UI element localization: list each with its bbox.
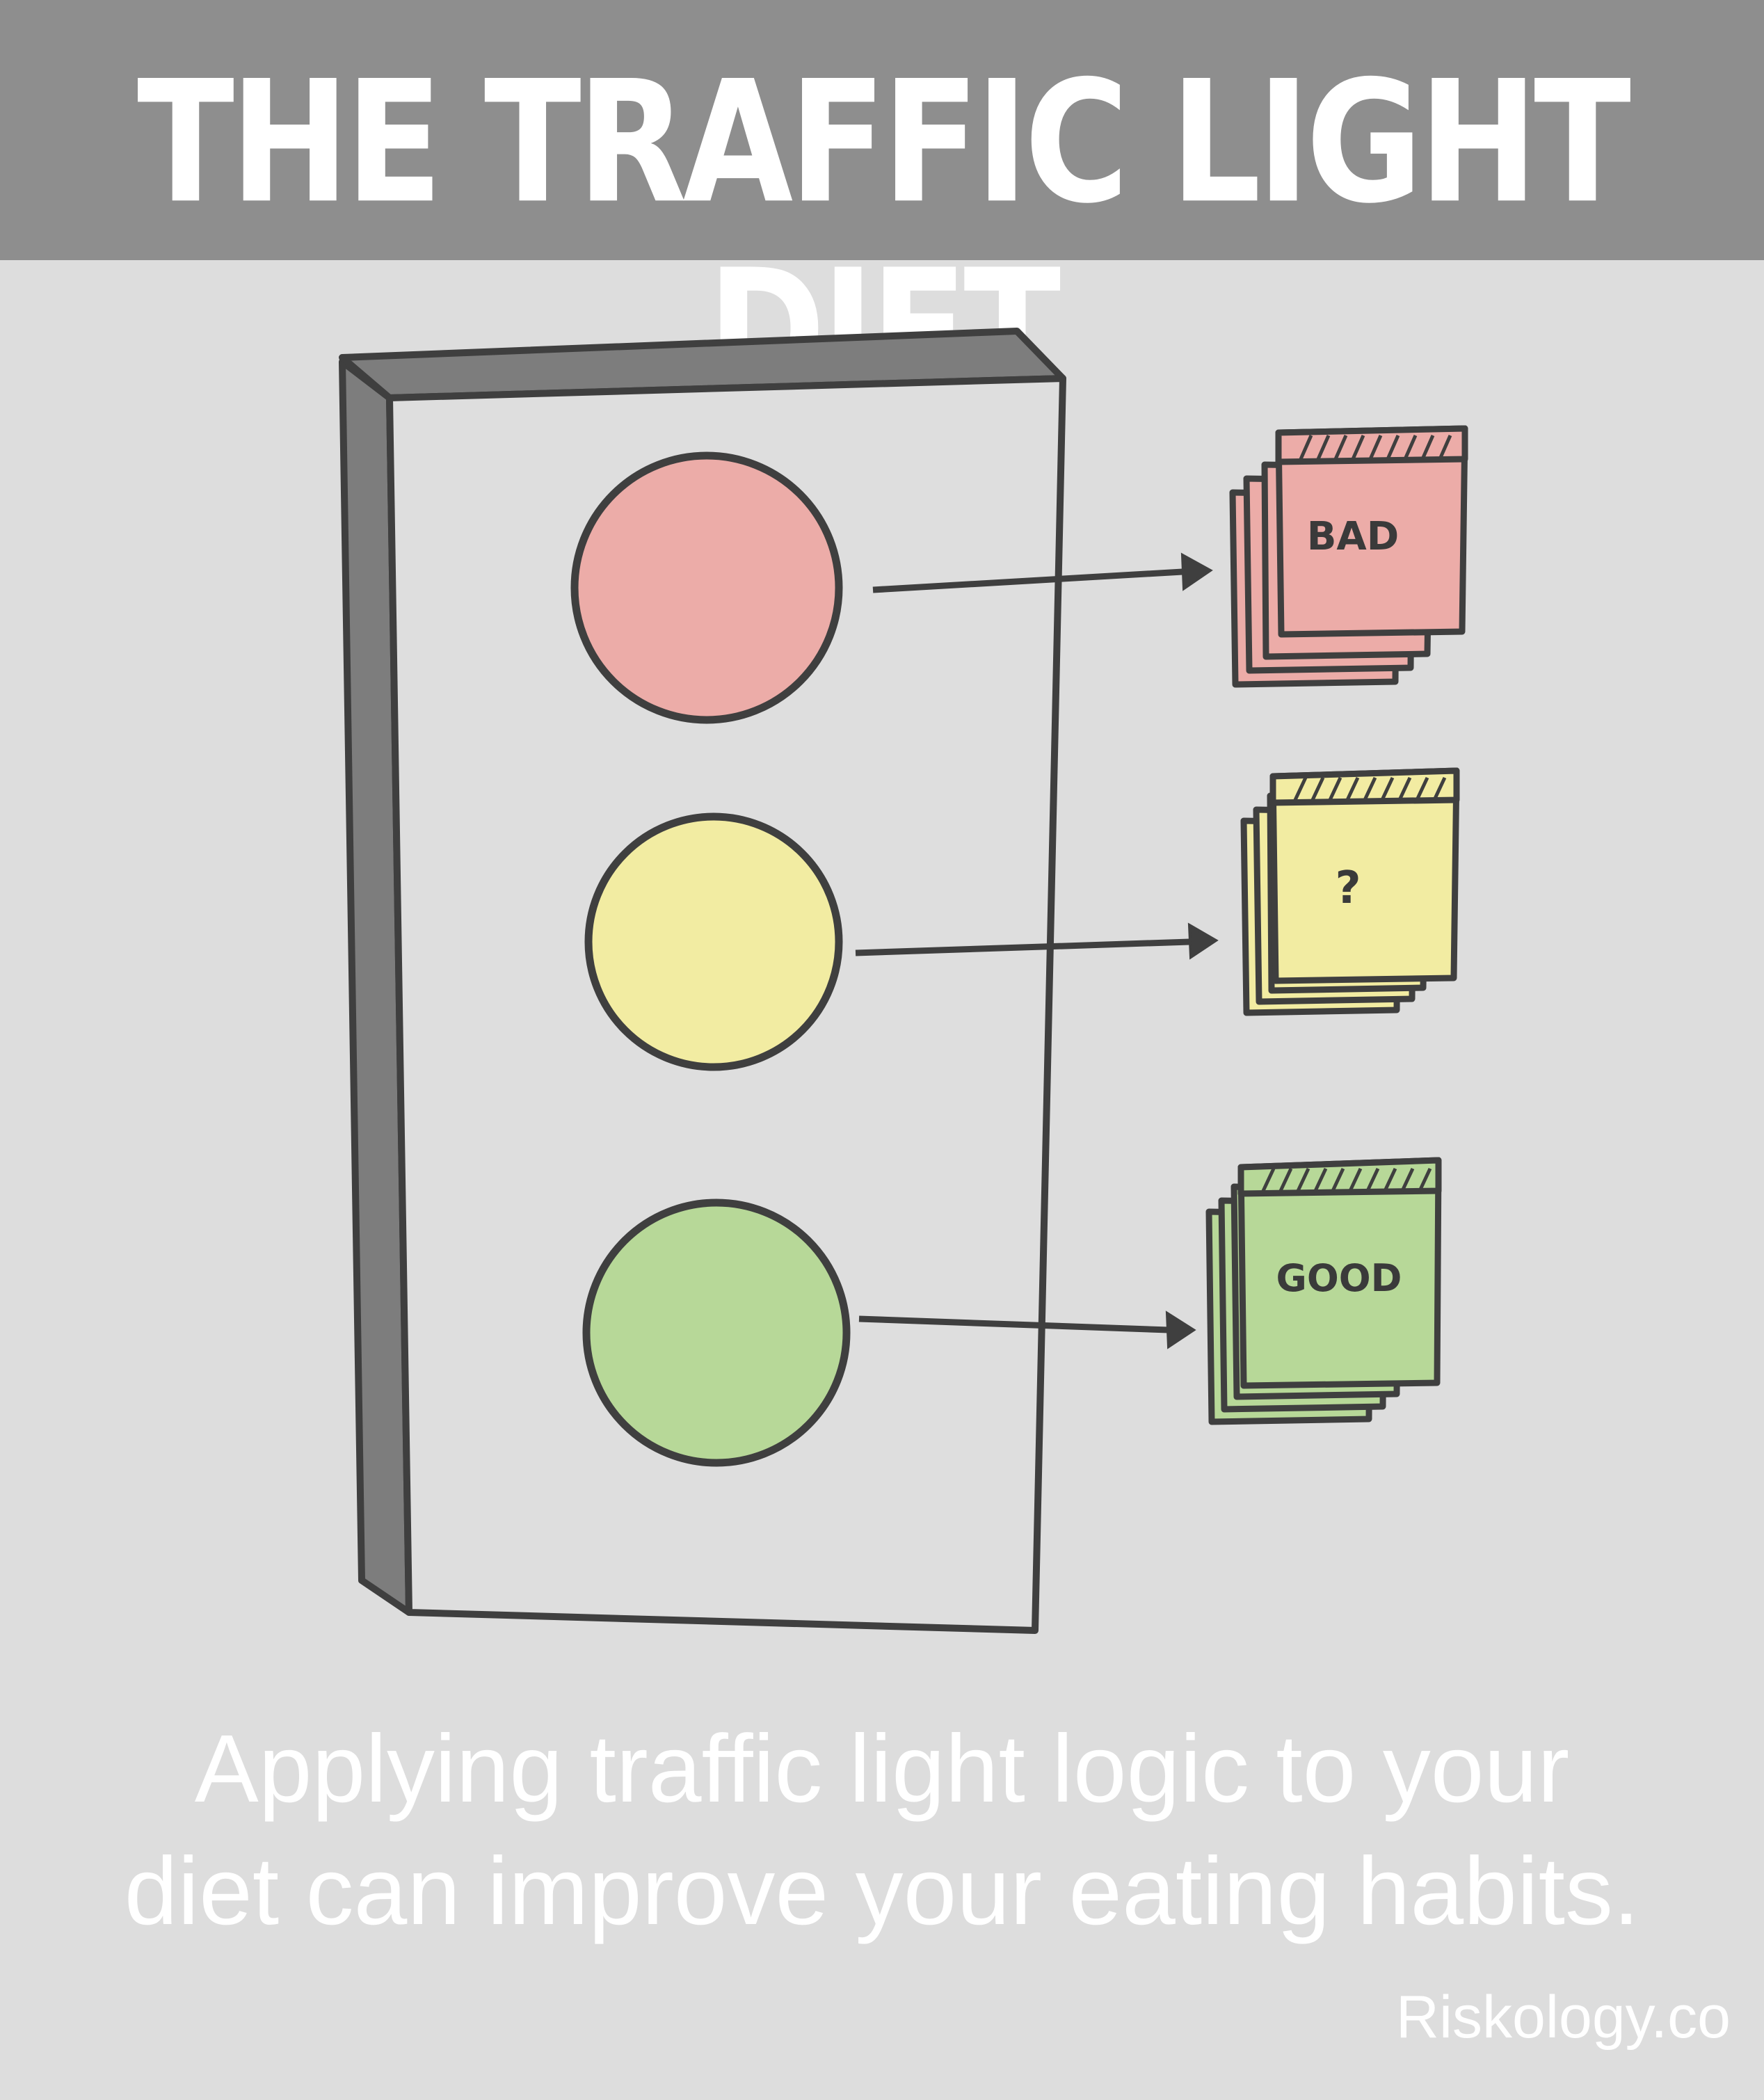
bad-card-stack — [1229, 425, 1468, 688]
neutral-card-label: ? — [1335, 863, 1361, 914]
yellow-light — [584, 812, 843, 1071]
caption-line-2: diet can improve your eating habits. — [124, 1838, 1640, 1945]
arrow-yellow — [855, 922, 1219, 960]
title-banner: THE TRAFFIC LIGHT DIET — [0, 0, 1764, 426]
good-card-label: GOOD — [1276, 1256, 1402, 1300]
bad-card-label: BAD — [1307, 514, 1400, 559]
caption-line-1: Applying traffic light logic to your — [194, 1715, 1570, 1822]
red-light — [570, 451, 843, 724]
arrow-red — [872, 552, 1213, 593]
arrow-green — [858, 1311, 1196, 1349]
green-light — [582, 1199, 851, 1467]
neutral-card-stack — [1240, 767, 1460, 1016]
caption: Applying traffic light logic to your die… — [0, 1708, 1764, 1953]
traffic-light-illustration: BAD ? GOOD — [0, 260, 1764, 1665]
site-watermark: Riskology.co — [1395, 1984, 1731, 2051]
good-card-stack — [1205, 1157, 1442, 1425]
